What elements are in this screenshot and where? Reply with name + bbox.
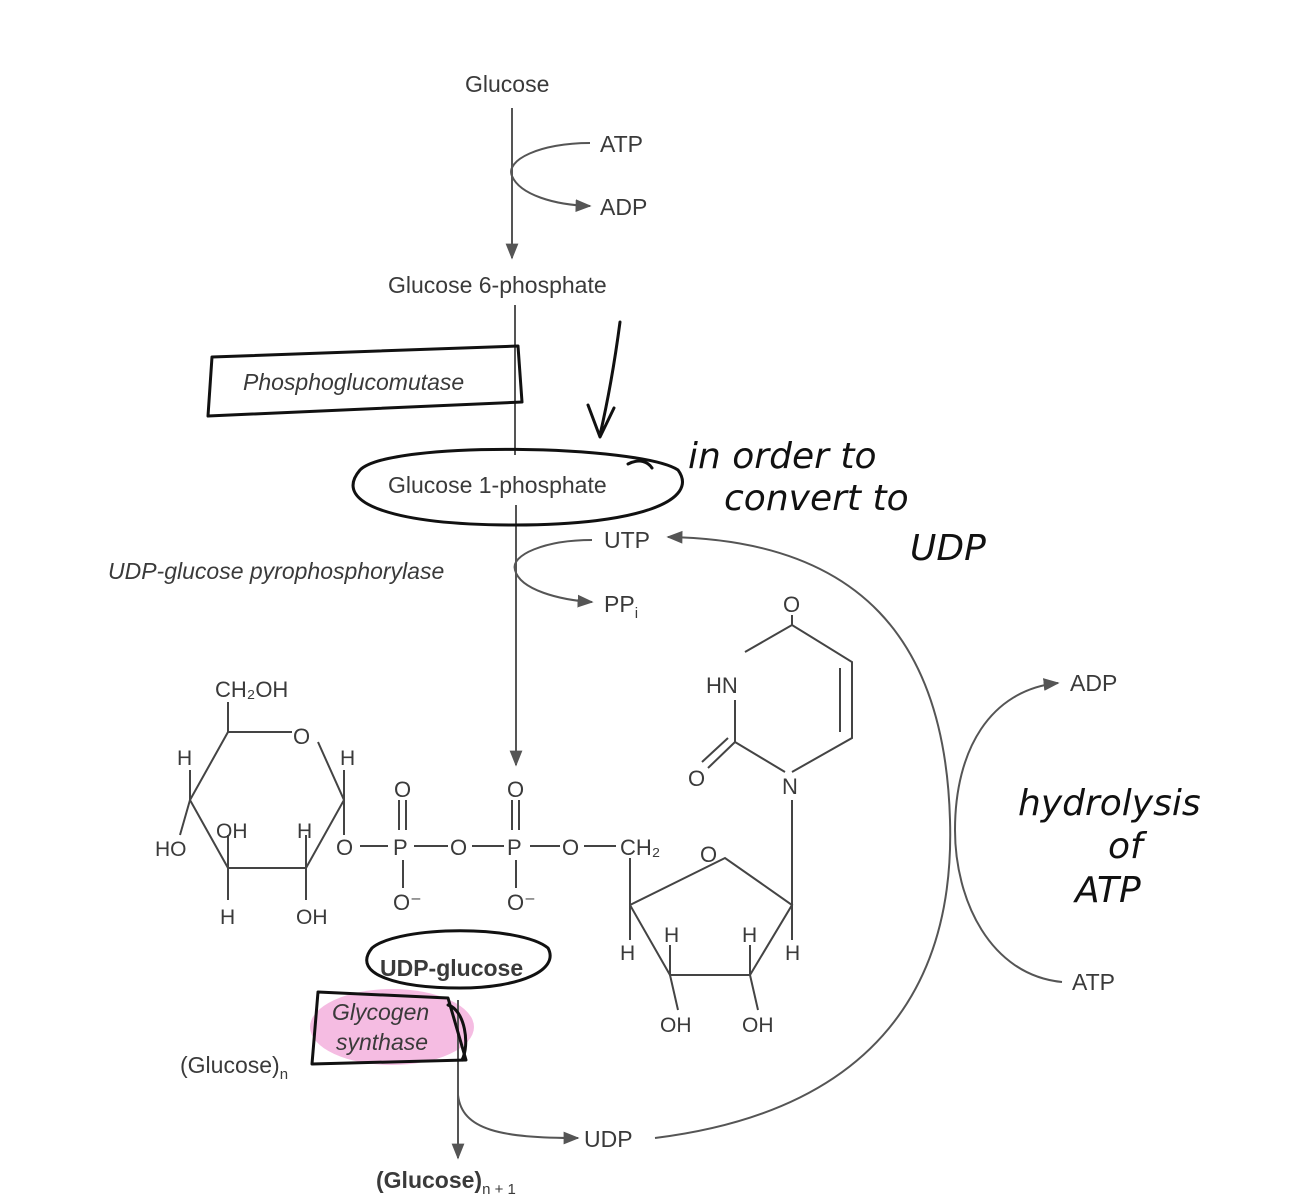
synthase-curl-ink [446,1003,468,1062]
udp-to-utp-arc [654,530,952,1139]
glucose1p-circle-ink [351,447,684,527]
note-convert-to: convert to [724,478,909,519]
udp-glucose-circle-ink [365,929,552,990]
mutase-enzyme-label: Phosphoglucomutase [243,369,464,395]
o-minus-1: O⁻ [393,890,422,915]
glucose6p-label: Glucose 6-phosphate [388,272,607,298]
adp-label-2: ADP [1070,670,1117,696]
udp-glucose-structure [179,615,853,1011]
h-label-1: H [177,747,192,770]
ribose-h-2: H [664,924,679,947]
uracil-o-top: O [783,592,800,617]
utp-ppi-curve [513,539,594,608]
oh-label-1: OH [216,820,248,843]
o-minus-2: O⁻ [507,890,536,915]
glucose1p-tick-ink [626,459,654,470]
udp-out-curve [457,1094,580,1145]
h-label-4: H [220,906,235,929]
note-hydrolysis: hydrolysis [1018,783,1201,824]
synthase-box-ink [310,990,468,1066]
oh-label-2: OH [296,906,328,929]
glucose-n1-label: (Glucose)n + 1 [376,1167,516,1198]
uracil-n: N [782,774,798,799]
note-atp: ATP [1073,870,1141,911]
down-arrow-ink [586,320,622,439]
note-in-order-to: in order to [688,436,876,477]
h-label-2: H [340,747,355,770]
glucose-n-main: (Glucose) [180,1052,280,1078]
glucose-n-label: (Glucose)n [180,1052,288,1083]
glucose-n1-main: (Glucose) [376,1167,482,1193]
h-label-3: H [297,820,312,843]
synthase-label-line1: Glycogen [332,999,429,1025]
atp-label-1: ATP [600,131,643,157]
atp-to-adp-arc [953,678,1063,983]
o-link-2: O [450,835,467,860]
atp-adp-curve-1 [510,142,592,212]
glucose-label: Glucose [465,71,549,97]
note-udp: UDP [910,528,986,569]
ribose-h-3: H [742,924,757,947]
p-label-2: P [507,835,522,860]
p-label-1: P [393,835,408,860]
glucose1p-label: Glucose 1-phosphate [388,472,607,498]
o-top-1: O [394,777,411,802]
synthase-highlight [310,989,474,1065]
uracil-o-left: O [688,766,705,791]
ribose-h-1: H [620,942,635,965]
udp-label: UDP [584,1126,633,1152]
ribose-o-label: O [700,842,717,867]
ppi-subscript: i [635,605,638,622]
pyrophosphorylase-label: UDP-glucose pyrophosphorylase [108,558,444,584]
ch2oh-label: CH₂OH [215,677,288,702]
o-top-2: O [507,777,524,802]
adp-label-1: ADP [600,194,647,220]
o-link-1: O [336,835,353,860]
ppi-label: PPi [604,591,638,622]
note-of: of [1108,826,1148,867]
ho-label: HO [155,838,187,861]
ppi-main: PP [604,591,635,617]
ribose-oh-2: OH [742,1014,774,1037]
ring-o-label: O [293,724,310,749]
glucose-n-subscript: n [280,1066,288,1083]
o-link-3: O [562,835,579,860]
ch2-label: CH₂ [620,835,660,860]
ribose-oh-1: OH [660,1014,692,1037]
uracil-hn: HN [706,673,738,698]
ribose-h-4: H [785,942,800,965]
udp-glucose-label: UDP-glucose [380,955,523,981]
synthase-label-line2: synthase [336,1029,428,1055]
mutase-box-ink [206,344,524,418]
glucose-n1-subscript: n + 1 [482,1181,516,1198]
utp-label: UTP [604,527,650,553]
atp-label-2: ATP [1072,969,1115,995]
